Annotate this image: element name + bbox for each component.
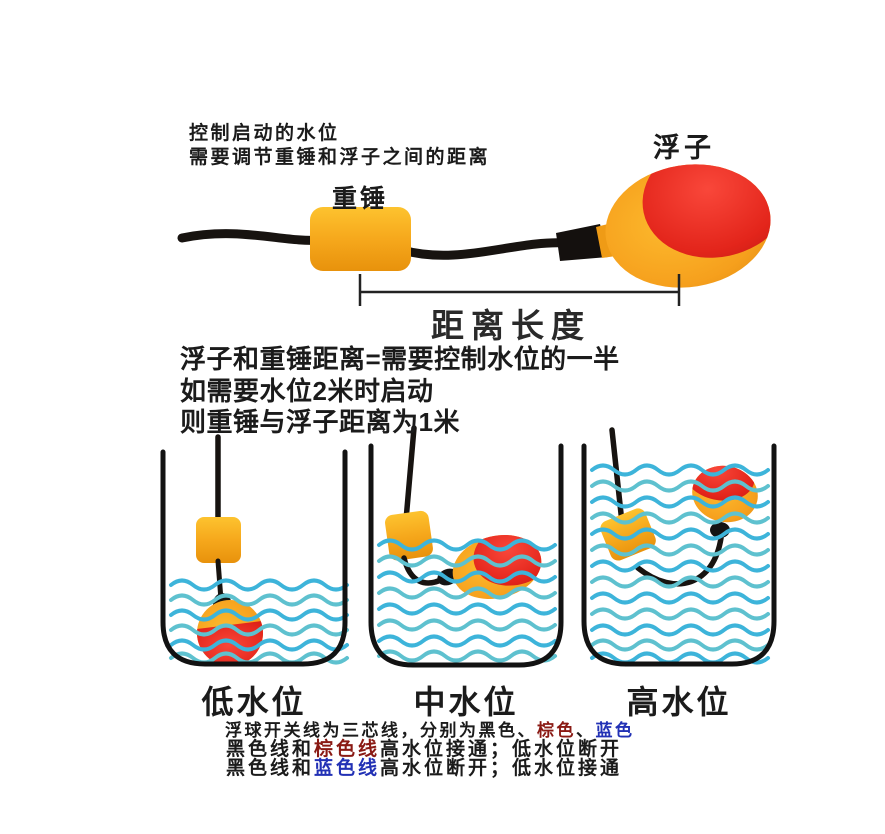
wiring-note-3-black: 黑色线和 — [226, 758, 315, 779]
tank-mid-cable — [403, 425, 417, 523]
float-connector — [556, 224, 608, 261]
tank-low-label: 低水位 — [201, 684, 307, 720]
tank-mid-weight — [385, 510, 433, 561]
wiring-note-line2: 黑色线和棕色线高水位接通；低水位断开 — [226, 734, 622, 761]
wiring-note-2-rest: 高水位接通；低水位断开 — [380, 739, 623, 760]
dimension-line — [358, 274, 681, 306]
wiring-note-line3: 黑色线和蓝色线高水位断开；低水位接通 — [226, 753, 622, 780]
top-note-line1: 控制启动的水位 — [189, 123, 340, 144]
counterweight-label: 重锤 — [332, 185, 389, 213]
tank-mid — [368, 425, 564, 668]
tank-high-outline — [581, 443, 777, 667]
cable-right — [397, 238, 571, 260]
wiring-note-line1: 浮球开关线为三芯线，分别为黑色、棕色、蓝色 — [225, 716, 635, 741]
tank-mid-label: 中水位 — [413, 684, 519, 720]
explanation-line1: 浮子和重锤距离=需要控制水位的一半 — [180, 344, 620, 374]
counterweight — [310, 207, 411, 271]
wiring-note-1-sep: 、 — [576, 721, 596, 740]
tank-low-weight — [196, 517, 241, 563]
top-note-line2: 需要调节重锤和浮子之间的距离 — [189, 147, 491, 168]
explanation-line3: 则重锤与浮子距离为1米 — [180, 407, 460, 437]
distance-label: 距离长度 — [431, 307, 591, 344]
wiring-note-3-rest: 高水位断开；低水位接通 — [380, 758, 623, 779]
wiring-note-2-brown: 棕色线 — [314, 739, 381, 760]
tank-mid-outline — [368, 443, 564, 668]
wiring-note-1-black: 浮球开关线为三芯线，分别为黑色、 — [225, 721, 537, 740]
tank-high-label: 高水位 — [626, 684, 732, 720]
wiring-note-1-brown: 棕色 — [537, 721, 576, 740]
tank-low-outline — [160, 449, 348, 667]
tank-high — [581, 427, 777, 667]
top-assembly — [177, 152, 780, 288]
explanation-line2: 如需要水位2米时启动 — [180, 376, 434, 406]
wiring-note-2-black: 黑色线和 — [226, 739, 315, 760]
tank-low — [160, 434, 349, 667]
cable-left — [177, 229, 325, 245]
float-label: 浮子 — [653, 133, 715, 163]
wiring-note-3-blue: 蓝色线 — [314, 758, 381, 779]
wiring-note-1-blue: 蓝色 — [595, 721, 635, 740]
